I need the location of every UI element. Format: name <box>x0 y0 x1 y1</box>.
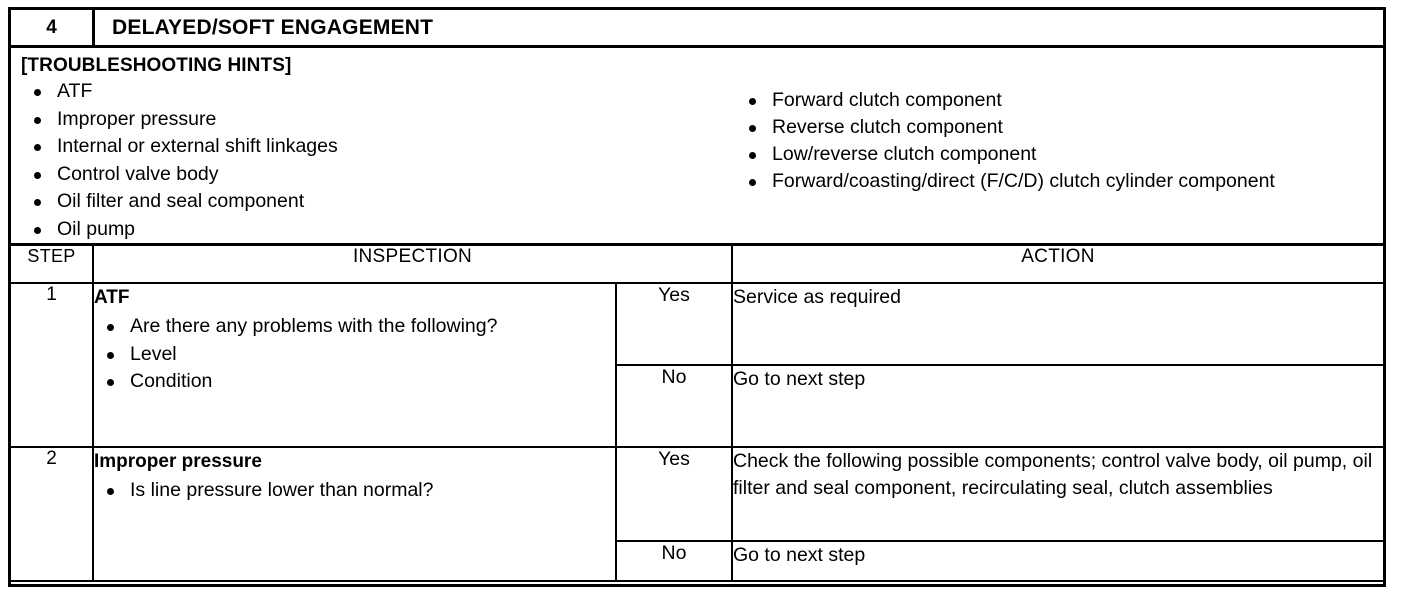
table-row: No Go to next step <box>11 364 1383 448</box>
action-cell: Check the following possible components;… <box>731 446 1383 542</box>
hints-columns: ATF Improper pressure Internal or extern… <box>11 78 1383 243</box>
answer-label-yes: Yes <box>615 282 733 366</box>
inspection-cell: Improper pressure Is line pressure lower… <box>92 446 617 582</box>
column-header-step: STEP <box>11 246 94 284</box>
list-item: Oil pump <box>21 216 726 244</box>
troubleshooting-hints-section: [TROUBLESHOOTING HINTS] ATF Improper pre… <box>11 48 1383 246</box>
hints-title: [TROUBLESHOOTING HINTS] <box>21 55 292 76</box>
answer-label-yes: Yes <box>615 446 733 542</box>
list-item: ATF <box>21 78 726 106</box>
list-item: Is line pressure lower than normal? <box>94 477 615 505</box>
table-row: 2 Improper pressure Is line pressure low… <box>11 446 1383 582</box>
answer-label-no: No <box>615 540 733 582</box>
list-item: Improper pressure <box>21 106 726 134</box>
list-item: Forward/coasting/direct (F/C/D) clutch c… <box>736 168 1383 195</box>
column-header-action: ACTION <box>731 246 1383 284</box>
inspection-heading: ATF <box>94 287 130 308</box>
troubleshooting-chart: 4 DELAYED/SOFT ENGAGEMENT [TROUBLESHOOTI… <box>8 7 1386 587</box>
inspection-list: Are there any problems with the followin… <box>94 313 615 396</box>
list-item: Oil filter and seal component <box>21 188 726 216</box>
hints-left-column: ATF Improper pressure Internal or extern… <box>11 78 726 243</box>
table-header-row: STEP INSPECTION ACTION <box>11 246 1383 284</box>
hints-left-list: ATF Improper pressure Internal or extern… <box>21 78 726 243</box>
list-item: Reverse clutch component <box>736 114 1383 141</box>
inspection-heading: Improper pressure <box>94 451 262 472</box>
table-row: No Go to next step <box>11 540 1383 582</box>
hints-right-column: Forward clutch component Reverse clutch … <box>726 78 1383 243</box>
list-item: Condition <box>94 368 615 396</box>
action-cell: Go to next step <box>731 540 1383 582</box>
inspection-cell: ATF Are there any problems with the foll… <box>92 282 617 448</box>
list-item: Control valve body <box>21 161 726 189</box>
list-item: Are there any problems with the followin… <box>94 313 615 341</box>
action-cell: Go to next step <box>731 364 1383 448</box>
chart-number: 4 <box>11 10 95 45</box>
step-number: 2 <box>11 446 94 582</box>
column-header-inspection: INSPECTION <box>92 246 733 284</box>
step-number: 1 <box>11 282 94 448</box>
list-item: Low/reverse clutch component <box>736 141 1383 168</box>
action-cell: Service as required <box>731 282 1383 366</box>
table-row: 1 ATF Are there any problems with the fo… <box>11 282 1383 448</box>
chart-title: DELAYED/SOFT ENGAGEMENT <box>112 15 434 39</box>
list-item: Level <box>94 341 615 369</box>
inspection-list: Is line pressure lower than normal? <box>94 477 615 505</box>
answer-label-no: No <box>615 364 733 448</box>
hints-right-list: Forward clutch component Reverse clutch … <box>736 87 1383 195</box>
procedure-table: STEP INSPECTION ACTION 1 ATF Are there a… <box>11 246 1383 582</box>
chart-title-row: 4 DELAYED/SOFT ENGAGEMENT <box>11 10 1383 48</box>
list-item: Forward clutch component <box>736 87 1383 114</box>
list-item: Internal or external shift linkages <box>21 133 726 161</box>
